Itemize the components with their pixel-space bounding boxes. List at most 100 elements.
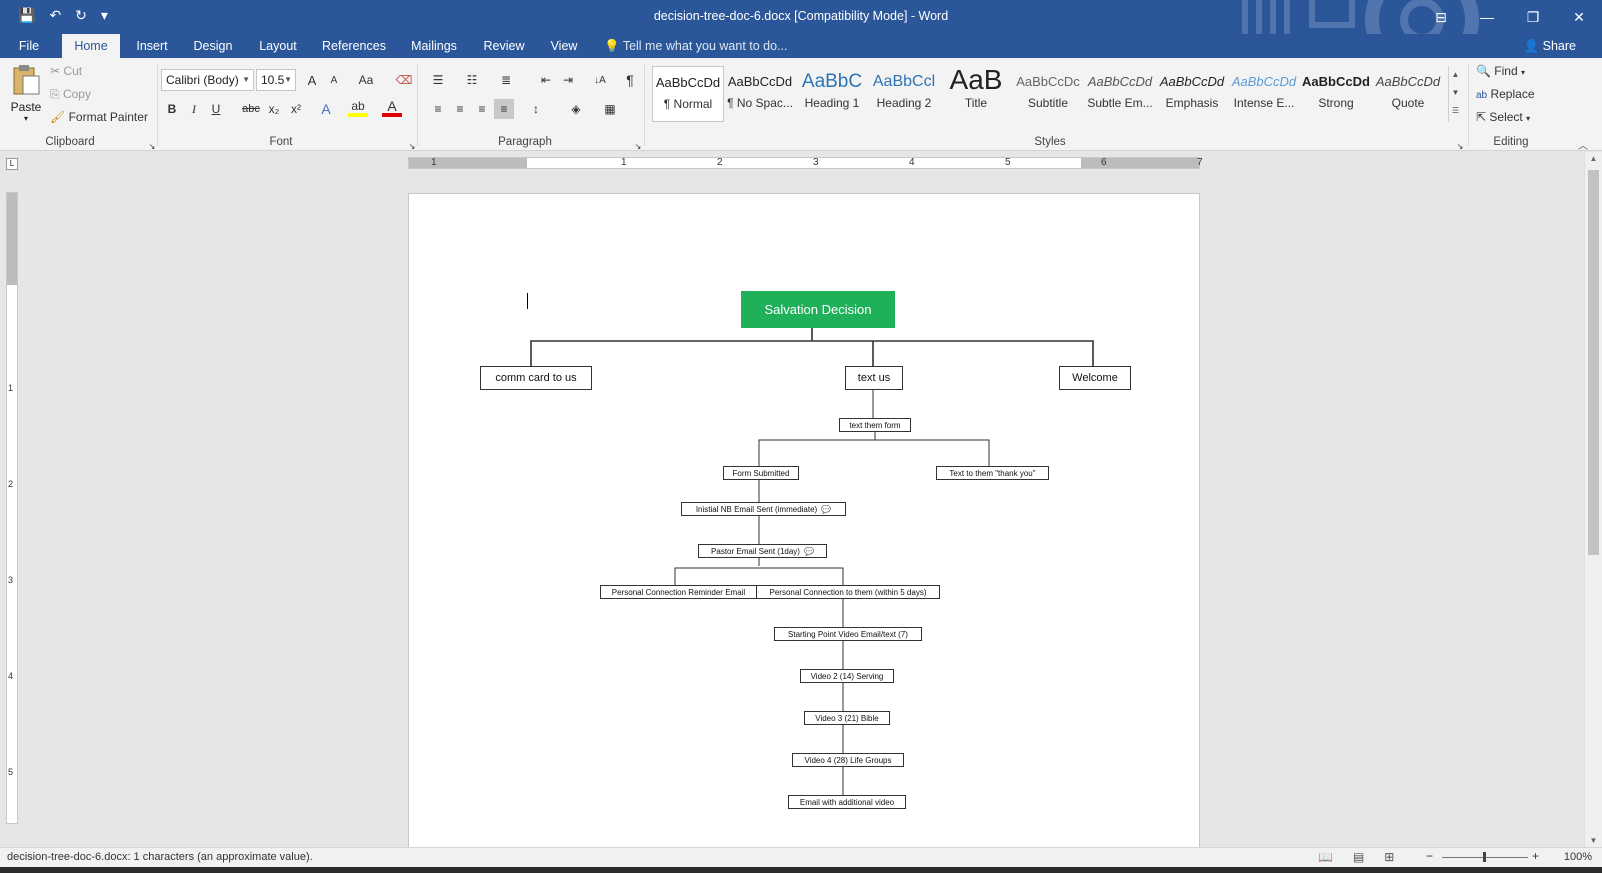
vertical-scrollbar[interactable]: ▲ ▼ (1584, 152, 1602, 847)
paragraph-launcher-icon[interactable]: ↘ (634, 141, 642, 151)
diagram-node[interactable]: Starting Point Video Email/text (7) (774, 627, 922, 641)
zoom-in-icon[interactable]: + (1532, 849, 1540, 863)
justify-icon[interactable]: ≡ (494, 99, 514, 119)
style-normal[interactable]: AaBbCcDd ¶ Normal (652, 66, 724, 122)
diagram-node[interactable]: Email with additional video (788, 795, 906, 809)
style-title[interactable]: AaB Title (940, 66, 1012, 122)
minimize-button[interactable]: — (1480, 9, 1494, 25)
shading-icon[interactable]: ◈ (571, 102, 581, 116)
diagram-node[interactable]: Video 4 (28) Life Groups (792, 753, 904, 767)
align-center-icon[interactable]: ≡ (456, 102, 464, 116)
style-subtitle[interactable]: AaBbCcDc Subtitle (1012, 66, 1084, 122)
diagram-node[interactable]: Pastor Email Sent (1day)💬 (698, 544, 827, 558)
highlight-button[interactable]: ab (348, 99, 368, 117)
grow-font-button[interactable]: A (307, 72, 317, 88)
diagram-node[interactable]: Welcome (1059, 366, 1131, 390)
scroll-thumb[interactable] (1588, 170, 1599, 555)
styles-launcher-icon[interactable]: ↘ (1456, 141, 1464, 151)
read-mode-icon[interactable]: 📖 (1318, 850, 1333, 864)
style-emphasis[interactable]: AaBbCcDd Emphasis (1156, 66, 1228, 122)
shrink-font-button[interactable]: A (330, 74, 338, 86)
italic-button[interactable]: I (192, 101, 196, 116)
diagram-node[interactable]: Video 3 (21) Bible (804, 711, 890, 725)
diagram-node[interactable]: Personal Connection Reminder Email (600, 585, 757, 599)
tab-selector[interactable]: L (6, 158, 18, 170)
scroll-down-icon[interactable]: ▼ (1589, 836, 1598, 845)
text-effects-button[interactable]: A (321, 101, 331, 117)
collapse-ribbon-icon[interactable]: ︿ (1578, 141, 1588, 152)
sort-icon[interactable]: ↓A (594, 74, 606, 86)
style-intense-emphasis[interactable]: AaBbCcDd Intense E... (1228, 66, 1300, 122)
restore-button[interactable]: ❐ (1526, 8, 1540, 25)
customize-qat-icon[interactable]: ▾ (100, 7, 108, 23)
tab-design[interactable]: Design (193, 39, 233, 53)
tab-home[interactable]: Home (62, 34, 120, 58)
vertical-ruler[interactable]: 1 2 3 4 5 (6, 192, 18, 824)
zoom-out-icon[interactable]: − (1426, 849, 1434, 863)
chevron-up-icon[interactable]: ▲ (1451, 70, 1460, 79)
bullets-icon[interactable]: ☰ (432, 73, 444, 87)
document-page[interactable]: Salvation Decision comm card to us text … (408, 193, 1200, 849)
diagram-node-root[interactable]: Salvation Decision (741, 291, 895, 328)
paste-button[interactable]: Paste ▾ (8, 64, 44, 130)
chevron-down-icon[interactable]: ▼ (1451, 88, 1460, 97)
clipboard-launcher-icon[interactable]: ↘ (148, 141, 156, 151)
comment-icon[interactable]: 💬 (821, 504, 832, 514)
align-left-icon[interactable]: ≡ (434, 102, 442, 116)
zoom-level[interactable]: 100% (1563, 851, 1592, 863)
decrease-indent-icon[interactable]: ⇤ (540, 73, 552, 87)
style-subtle-emphasis[interactable]: AaBbCcDd Subtle Em... (1084, 66, 1156, 122)
scroll-up-icon[interactable]: ▲ (1589, 154, 1598, 163)
tab-insert[interactable]: Insert (136, 39, 168, 53)
clear-formatting-icon[interactable]: ⌫ (395, 73, 413, 87)
share-button[interactable]: 👤 Share (1524, 34, 1576, 58)
diagram-node[interactable]: Inistial NB Email Sent (immediate)💬 (681, 502, 846, 516)
zoom-slider[interactable]: − + (1426, 849, 1540, 863)
horizontal-ruler[interactable]: 1 1 2 3 4 5 6 7 (408, 157, 1203, 169)
close-button[interactable]: ✕ (1573, 8, 1585, 25)
change-case-button[interactable]: Aa (358, 73, 374, 87)
zoom-thumb[interactable] (1483, 852, 1486, 862)
font-color-button[interactable]: A (382, 98, 402, 117)
subscript-button[interactable]: x₂ (268, 102, 280, 116)
ribbon-display-options-button[interactable]: ⊟ (1435, 8, 1447, 25)
undo-icon[interactable]: ↶ (49, 7, 62, 23)
format-painter-button[interactable]: 🖌 Format Painter (50, 110, 148, 124)
show-formatting-button[interactable]: ¶ (626, 72, 634, 88)
font-family-combo[interactable]: Calibri (Body)▼ (161, 69, 254, 91)
copy-button[interactable]: ⎘ Copy (50, 87, 91, 102)
font-launcher-icon[interactable]: ↘ (408, 141, 416, 151)
numbering-icon[interactable]: ☷ (466, 73, 478, 87)
tab-mailings[interactable]: Mailings (411, 39, 457, 53)
bold-button[interactable]: B (167, 102, 177, 116)
replace-button[interactable]: ab Replace (1476, 87, 1535, 101)
diagram-node[interactable]: comm card to us (480, 366, 592, 390)
style-quote[interactable]: AaBbCcDd Quote (1372, 66, 1444, 122)
diagram-node[interactable]: Video 2 (14) Serving (800, 669, 894, 683)
diagram-node[interactable]: text them form (839, 418, 911, 432)
style-strong[interactable]: AaBbCcDd Strong (1300, 66, 1372, 122)
style-no-spacing[interactable]: AaBbCcDd ¶ No Spac... (724, 66, 796, 122)
superscript-button[interactable]: x² (291, 102, 301, 116)
multilevel-list-icon[interactable]: ≣ (500, 73, 512, 87)
tab-review[interactable]: Review (483, 39, 525, 53)
diagram-node[interactable]: text us (845, 366, 903, 390)
diagram-node[interactable]: Form Submitted (723, 466, 799, 480)
comment-icon[interactable]: 💬 (803, 546, 814, 556)
increase-indent-icon[interactable]: ⇥ (562, 73, 574, 87)
tab-file[interactable]: File (18, 39, 40, 53)
line-spacing-icon[interactable]: ↕ (533, 102, 539, 116)
tell-me-box[interactable]: 💡 Tell me what you want to do... (604, 34, 788, 58)
diagram-node[interactable]: Text to them "thank you" (936, 466, 1049, 480)
web-layout-icon[interactable]: ⊞ (1384, 850, 1395, 864)
tab-references[interactable]: References (322, 39, 386, 53)
borders-icon[interactable]: ▦ (604, 102, 616, 116)
style-heading-1[interactable]: AaBbC Heading 1 (796, 66, 868, 122)
more-styles-icon[interactable]: ☰ (1451, 106, 1460, 115)
find-button[interactable]: 🔍 Find ▾ (1476, 64, 1525, 78)
tab-view[interactable]: View (550, 39, 578, 53)
underline-button[interactable]: U (211, 102, 221, 116)
style-heading-2[interactable]: AaBbCcl Heading 2 (868, 66, 940, 122)
font-size-combo[interactable]: 10.5▼ (256, 69, 296, 91)
tab-layout[interactable]: Layout (259, 39, 297, 53)
